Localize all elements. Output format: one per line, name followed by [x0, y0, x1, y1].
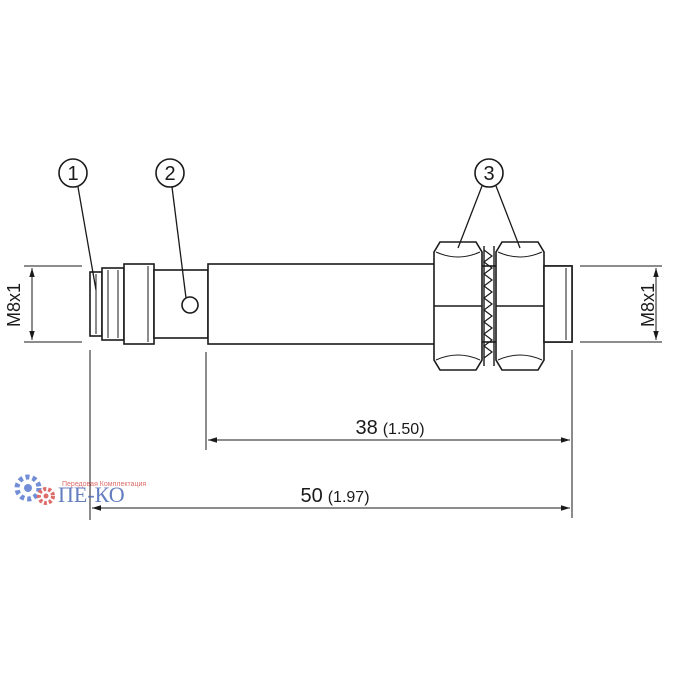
callout-leader-3a: [457, 185, 483, 249]
callout-leader-2: [171, 186, 187, 299]
dimension-50: 50(1.97): [89, 350, 570, 520]
callout-leader-1: [77, 186, 97, 291]
watermark-logo: ПЕ-КО Передовая Комплектация: [14, 474, 146, 507]
callout-1: 1: [58, 158, 97, 291]
watermark-tagline: Передовая Комплектация: [62, 481, 146, 488]
sensor-body: [89, 241, 573, 371]
hex-nut-1: [433, 241, 483, 371]
connector-collar: [101, 267, 125, 341]
callout-label-2: 2: [164, 163, 175, 185]
hex-nut-2: [495, 241, 545, 371]
led-indicator: [181, 296, 199, 314]
right-thread-dimension: M8x1: [580, 265, 662, 343]
gear-icon: [14, 474, 55, 505]
sensing-face: [543, 265, 573, 343]
shoulder-section: [123, 263, 155, 345]
callout-3: 3: [457, 158, 521, 249]
callout-circle-2: [155, 158, 185, 188]
dimension-38: 38(1.50): [205, 350, 573, 518]
callout-label-1: 1: [67, 163, 78, 185]
watermark-name: ПЕ-КО: [58, 482, 125, 507]
callout-label-3: 3: [483, 163, 494, 185]
dimension-50-label: 50(1.97): [300, 485, 369, 507]
thread-pattern: [483, 249, 493, 359]
led-housing: [153, 269, 209, 339]
left-thread-label: M8x1: [4, 283, 24, 327]
callout-circle-1: [58, 158, 88, 188]
callout-circle-3: [474, 158, 504, 188]
right-thread-label: M8x1: [638, 283, 658, 327]
callout-leader-3b: [495, 185, 521, 249]
main-barrel: [207, 263, 439, 345]
callout-2: 2: [155, 158, 187, 299]
dimension-38-label: 38(1.50): [355, 417, 424, 439]
left-thread-dimension: M8x1: [4, 265, 82, 343]
